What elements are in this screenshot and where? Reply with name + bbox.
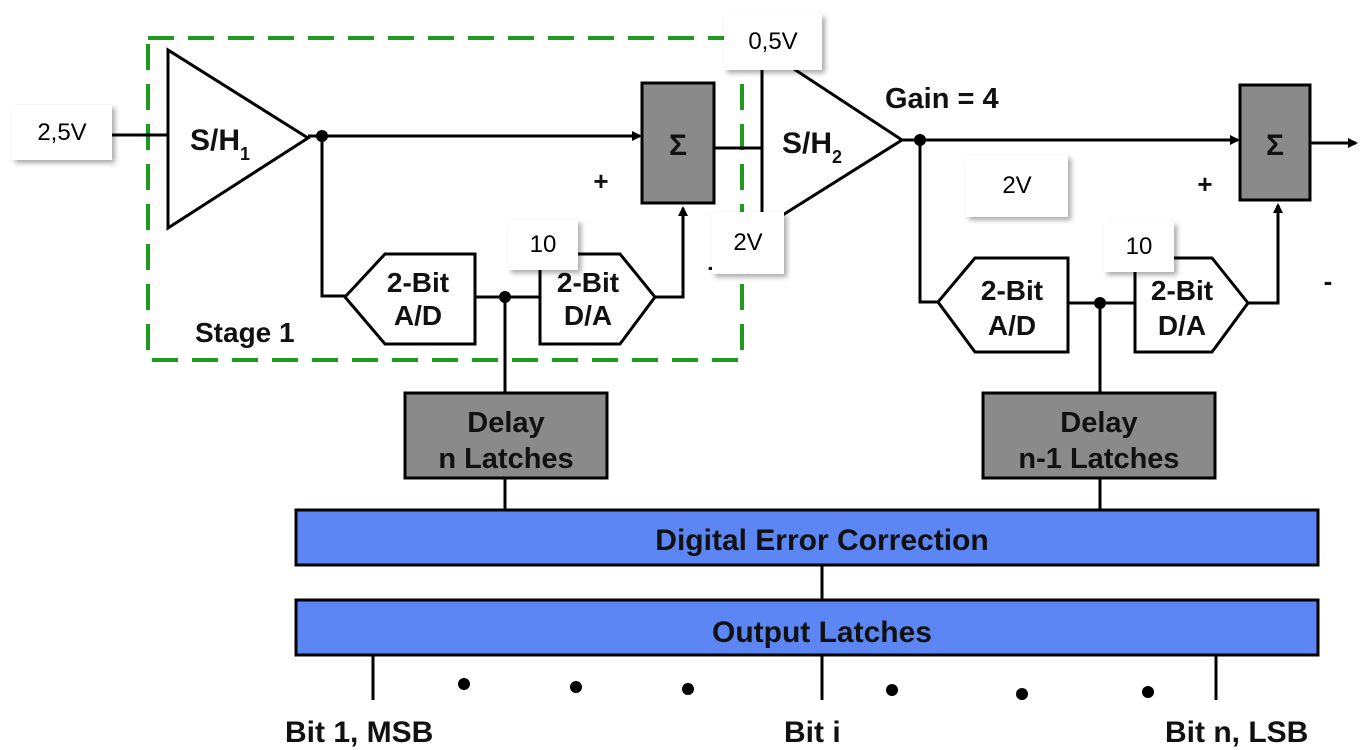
ellipsis-dot xyxy=(886,684,898,696)
delay2-line2: n-1 Latches xyxy=(1018,443,1179,475)
sum1-block xyxy=(640,81,716,205)
dac1-to-sum1-wire xyxy=(655,206,688,299)
adc2-line1: 2-Bit xyxy=(981,275,1043,306)
adc1-line1: 2-Bit xyxy=(387,267,449,298)
delay2-block xyxy=(981,391,1217,480)
dac2-block xyxy=(1133,256,1250,354)
callout-stage1-out-top: 0,5V xyxy=(724,14,822,70)
delay2-line1: Delay xyxy=(1060,407,1137,439)
stage1-label: Stage 1 xyxy=(195,317,295,348)
dac1-line1: 2-Bit xyxy=(557,267,619,298)
bit-i-label: Bit i xyxy=(784,716,841,749)
callout-stage2-out: 2V xyxy=(966,155,1068,217)
delay1-line2: n Latches xyxy=(438,443,573,475)
error-correction-bar xyxy=(294,508,1320,567)
ellipsis-dot xyxy=(1142,686,1154,698)
adc2-block xyxy=(936,256,1070,354)
dac1-block xyxy=(538,252,657,346)
delay1-line1: Delay xyxy=(467,407,544,439)
ellipsis-dot xyxy=(1016,688,1028,700)
sum1-symbol: Σ xyxy=(669,129,687,162)
sh2-label: S/H2 xyxy=(782,127,842,167)
dac2-line2: D/A xyxy=(1158,310,1206,341)
delay1-block xyxy=(403,391,609,480)
ellipsis-dot xyxy=(570,681,582,693)
sum2-minus: - xyxy=(1324,266,1333,296)
sh2-to-adc2-wire xyxy=(918,140,938,304)
callout-input-voltage: 2,5V xyxy=(12,105,112,160)
sh1-amplifier xyxy=(166,47,311,231)
dac2-line1: 2-Bit xyxy=(1151,275,1213,306)
output-latches-label: Output Latches xyxy=(712,616,932,649)
sum2-symbol: Σ xyxy=(1266,129,1284,162)
dac1-line2: D/A xyxy=(564,300,612,331)
callout-stage2-code: 10 xyxy=(1104,222,1174,272)
ellipsis-dot xyxy=(682,683,694,695)
stage1-border xyxy=(146,36,744,362)
output-latches-bar xyxy=(294,598,1320,657)
sh1-to-adc1-wire xyxy=(320,136,345,298)
sum1-plus: + xyxy=(593,166,608,196)
dac2-to-sum2-wire xyxy=(1248,203,1283,305)
adc1-line2: A/D xyxy=(394,300,442,331)
adc1-block xyxy=(342,252,477,346)
sh2-amplifier xyxy=(760,45,905,231)
sh1-label: S/H1 xyxy=(190,124,250,164)
callout-stage1-code: 10 xyxy=(508,220,578,270)
bit-lsb-label: Bit n, LSB xyxy=(1165,716,1308,749)
adc2-line2: A/D xyxy=(988,310,1036,341)
callout-stage1-out-bottom: 2V xyxy=(712,212,784,274)
gain-label: Gain = 4 xyxy=(885,83,999,115)
sum2-plus: + xyxy=(1197,169,1212,199)
error-correction-label: Digital Error Correction xyxy=(655,524,988,557)
ellipsis-dot xyxy=(458,678,470,690)
bit-msb-label: Bit 1, MSB xyxy=(285,716,433,749)
